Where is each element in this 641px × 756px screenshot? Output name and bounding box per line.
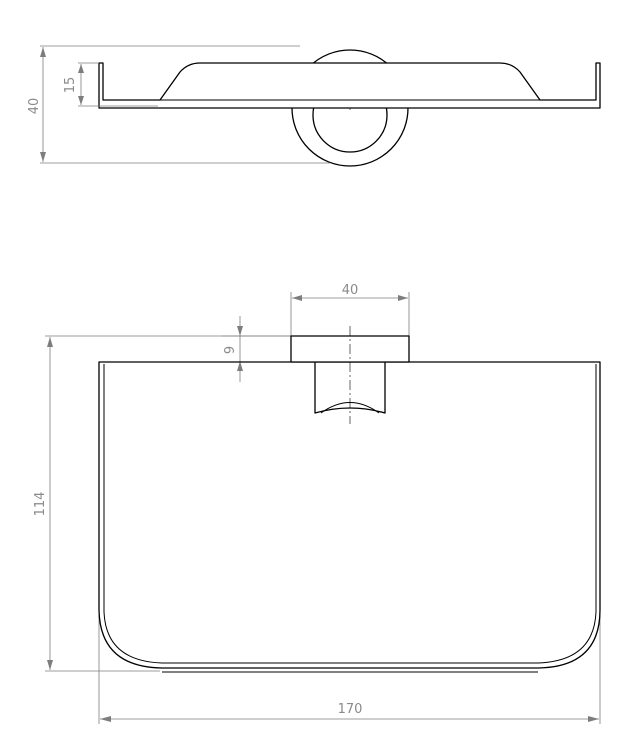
side-view: 40 15 — [27, 45, 601, 167]
mount-stem — [314, 362, 386, 414]
dim-side-height: 40 — [27, 98, 42, 115]
tray-profile — [98, 62, 601, 109]
dim-front-width: 170 — [338, 702, 363, 717]
tray-inner-rim — [103, 364, 597, 664]
dim-mount-width: 40 — [342, 283, 359, 298]
front-view: 40 9 114 170 — [33, 283, 601, 724]
drain-slot-holes — [124, 374, 577, 645]
dim-front-height: 114 — [33, 492, 48, 517]
dim-side-lip: 15 — [63, 77, 78, 94]
drain-slots — [132, 382, 569, 637]
tray-outline — [98, 361, 601, 669]
dim-mount-offset: 9 — [223, 346, 238, 354]
